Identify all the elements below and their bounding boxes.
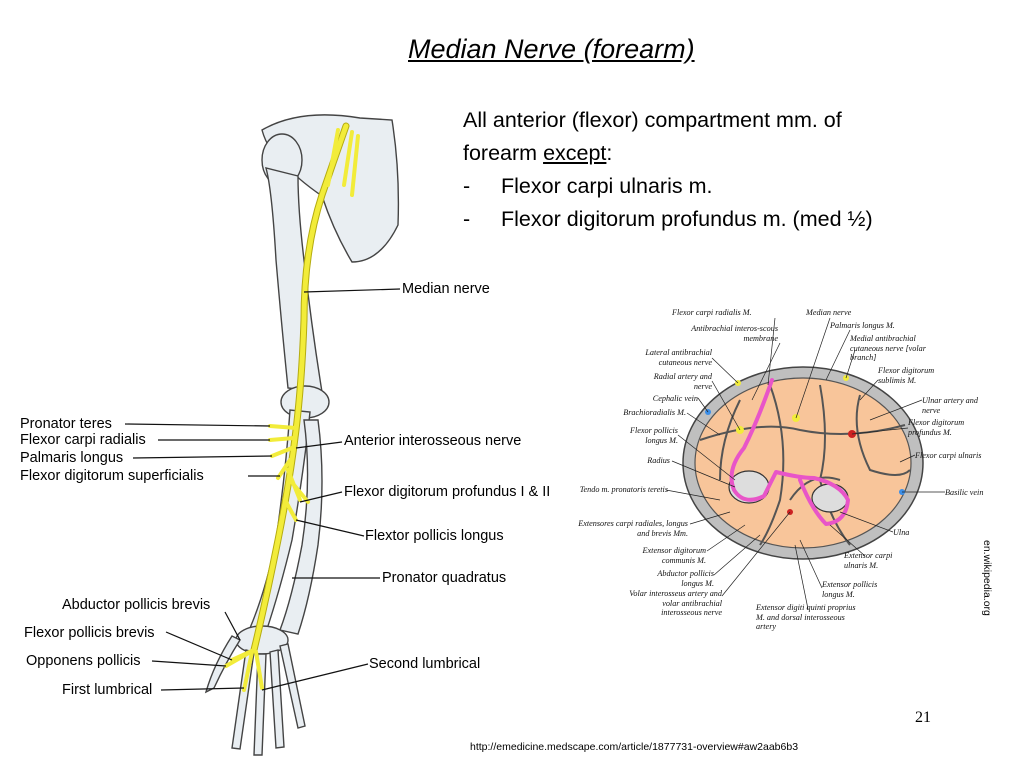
finger-4 [279,643,306,729]
cross-section-leader-lines [665,317,945,610]
cross-section-body [682,366,924,560]
xs-label-basilic-vein: Basilic vein [945,488,984,497]
xs-label-brachioradialis: Brachioradialis M. [623,408,686,417]
xs-label-extensor-carpi-ulnaris: Extensor carpi ulnaris M. [844,551,893,570]
muscle-mass [694,377,912,549]
xs-label-median-nerve: Median nerve [806,308,852,317]
bullet-marker: - [463,207,471,231]
label-flexor-carpi-radialis: Flexor carpi radialis [20,432,146,448]
finger-3 [269,649,285,749]
intro-except: except [543,141,607,165]
xs-label-flexor-pollicis-longus: Flexor pollicis longus M. [630,426,678,445]
xs-label-ulnar-artery-nerve: Ulnar artery and nerve [922,396,978,415]
page-number: 21 [915,709,931,726]
median-nerve-highlight [729,378,850,526]
xs-label-flexor-carpi-radialis: Flexor carpi radialis M. [672,308,752,317]
label-flexor-digitorum-superficialis: Flexor digitorum superficialis [20,468,204,484]
bullet-item: - Flexor digitorum profundus m. (med ½) [463,203,873,236]
xs-label-extensor-digitorum: Extensor digitorum communis M. [642,546,706,565]
finger-2 [253,653,267,756]
xs-label-flexor-digitorum-profundus: Flexor digitorum profundus M. [908,418,965,437]
bullet-text: Flexor carpi ulnaris m. [501,174,713,198]
xs-label-cephalic-vein: Cephalic vein [652,394,698,403]
median-nerve-path [224,122,360,692]
source-url: http://emedicine.medscape.com/article/18… [470,741,799,753]
xs-label-abductor-pollicis-longus: Abductor pollicis longus M. [657,569,714,588]
label-median-nerve: Median nerve [402,281,490,297]
bullet-text: Flexor digitorum profundus m. (med ½) [501,207,873,231]
leader-lines [124,288,401,691]
ulna-bone [811,483,849,513]
intro-suffix: : [606,141,613,165]
label-pronator-quadratus: Pronator quadratus [382,570,507,586]
label-first-lumbrical: First lumbrical [62,682,153,698]
intro-line-1: All anterior (flexor) compartment mm. of [463,108,842,132]
intro-prefix: forearm [463,141,544,165]
image-credit: en.wikipedia.org [981,540,993,616]
xs-label-flexor-digitorum-sublimis: Flexor digitorum sublimis M. [878,366,935,385]
bullet-item: - Flexor carpi ulnaris m. [463,170,873,203]
xs-label-ulna: Ulna [893,528,910,537]
label-abductor-pollicis-brevis: Abductor pollicis brevis [62,597,211,613]
label-flexor-pollicis-longus: Flextor pollicis longus [365,528,504,544]
xs-label-antibrachial-membrane: Antibrachial interos-scous membrane [691,324,778,343]
intro-text: All anterior (flexor) compartment mm. of… [463,104,873,236]
xs-label-lateral-antibrachial-nerve: Lateral antibrachial cutaneous nerve [645,348,712,367]
xs-label-radial-artery-nerve: Radial artery and nerve [653,372,712,391]
xs-label-radius: Radius [647,456,670,465]
slide-title: Median Nerve (forearm) [408,34,695,64]
xs-label-extensor-digiti-quinti: Extensor digiti quinti proprius M. and d… [756,603,856,631]
thumb [204,635,242,694]
xs-label-tendo-pronatoris: Tendo m. pronatoris teretis [579,485,668,494]
label-flexor-digitorum-profundus: Flexor digitorum profundus I & II [344,484,551,500]
xs-label-medial-antibrachial-nerve: Medial antibrachial cutaneous nerve [vol… [850,334,926,362]
label-flexor-pollicis-brevis: Flexor pollicis brevis [24,625,155,641]
xs-label-extensores-carpi-radiales: Extensores carpi radiales, longus and br… [578,519,688,538]
label-opponens-pollicis: Opponens pollicis [26,653,141,669]
xs-label-palmaris-longus: Palmaris longus M. [830,321,895,330]
label-anterior-interosseous-nerve: Anterior interosseous nerve [344,433,522,449]
xs-label-flexor-carpi-ulnaris: Flexor carpi ulnaris [915,451,982,460]
bullet-marker: - [463,174,471,198]
label-second-lumbrical: Second lumbrical [369,656,481,672]
label-pronator-teres: Pronator teres [20,416,112,432]
label-palmaris-longus: Palmaris longus [20,450,124,466]
xs-label-volar-interosseus: Volar interosseus artery and volar antib… [629,589,722,617]
intro-line-2: forearm except: [463,137,873,170]
xs-label-extensor-pollicis-longus: Extensor pollicis longus M. [822,580,878,599]
